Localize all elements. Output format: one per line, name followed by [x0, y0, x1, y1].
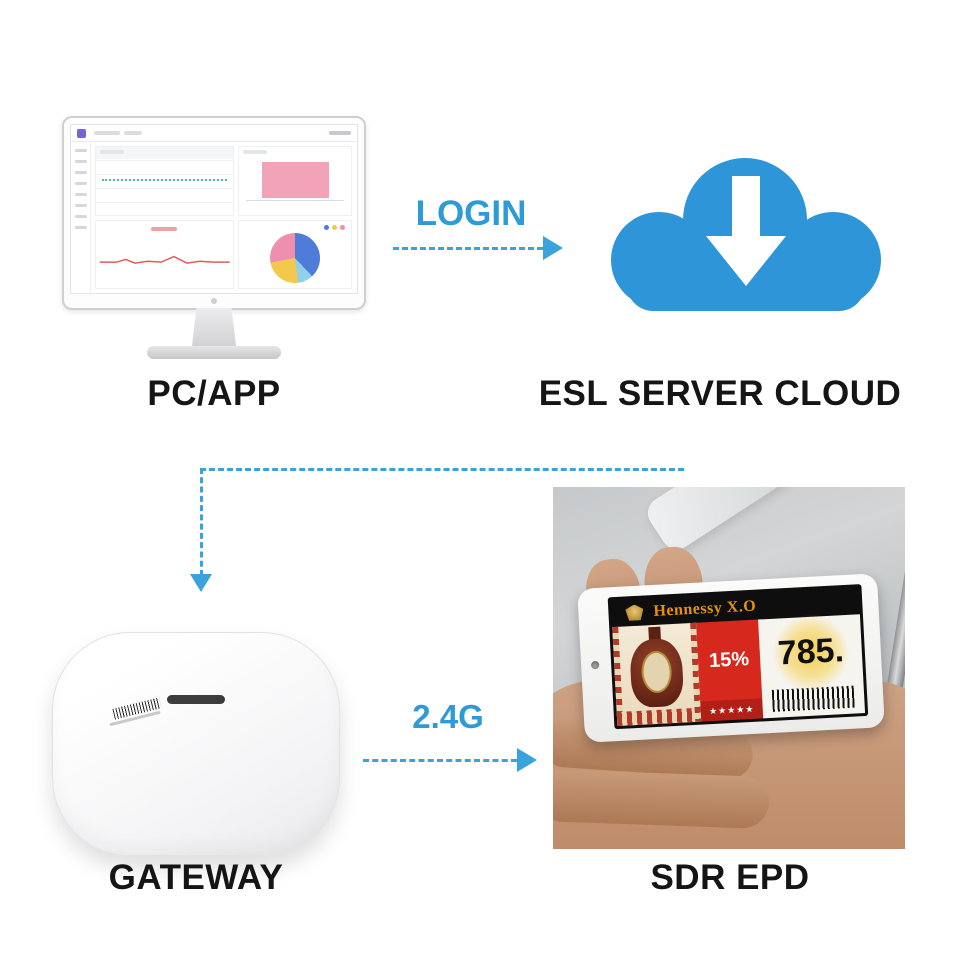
- gateway-device: [52, 632, 340, 856]
- dashboard-user-bar: [329, 131, 351, 135]
- monitor-stand: [192, 308, 236, 346]
- cloud-icon: [611, 158, 881, 311]
- cloud-to-gateway-connector-horizontal: [200, 468, 684, 471]
- cloud-to-gateway-connector-vertical: [200, 468, 203, 576]
- down-arrowhead-icon: [190, 574, 212, 592]
- esl-tag: Hennessy X.O 15% ★★★★★: [577, 573, 885, 743]
- pink-bar: [261, 161, 329, 199]
- pc-label: PC/APP: [147, 374, 281, 413]
- rf-arrowhead-icon: [517, 748, 537, 772]
- dashboard-line-chart: [95, 219, 235, 289]
- dashboard-panels: [91, 142, 357, 293]
- dashboard-sidebar: [71, 142, 91, 293]
- epd-label: SDR EPD: [650, 858, 810, 897]
- monitor-power-led: [211, 298, 217, 304]
- pie-chart-icon: [270, 232, 321, 283]
- login-arrowhead-icon: [543, 236, 563, 260]
- rf-arrow-line: [363, 759, 517, 762]
- star-rating: ★★★★★: [700, 698, 764, 722]
- metal-rod: [884, 487, 905, 702]
- dashboard-header: [71, 125, 357, 142]
- cloud-label: ESL SERVER CLOUD: [538, 374, 902, 413]
- dashboard-menu-bar: [124, 131, 142, 135]
- pc-monitor: [62, 116, 366, 359]
- tag-pinhole: [590, 660, 600, 670]
- dashboard-pie-chart: [238, 219, 352, 289]
- price-value: 785.: [776, 631, 845, 673]
- dashboard-table-panel: [95, 146, 235, 216]
- dashboard-menu-bar: [94, 131, 120, 135]
- login-label: LOGIN: [415, 194, 527, 233]
- curled-finger: [553, 768, 770, 830]
- monitor-screen: [70, 124, 358, 294]
- epd-photo: Hennessy X.O 15% ★★★★★: [553, 487, 905, 849]
- brand-crest-icon: [625, 604, 644, 621]
- line-chart-icon: [99, 255, 230, 264]
- gateway-slot: [167, 695, 225, 704]
- epd-display: Hennessy X.O 15% ★★★★★: [607, 584, 869, 730]
- usb-dongle: [641, 487, 799, 556]
- download-arrow-icon: [706, 176, 786, 286]
- dashboard-logo: [77, 128, 86, 138]
- bottle-image: [612, 622, 702, 727]
- epd-body: 15% ★★★★★ 785.: [612, 612, 866, 727]
- dashboard-bar-chart: [238, 146, 352, 216]
- brand-name: Hennessy X.O: [652, 597, 757, 620]
- price-block: 785.: [758, 612, 866, 719]
- discount-value: 15%: [708, 648, 750, 673]
- gateway-label: GATEWAY: [108, 858, 284, 897]
- rf-label: 2.4G: [412, 698, 484, 735]
- monitor-stand-base: [147, 346, 281, 359]
- dashboard-body: [71, 142, 357, 293]
- login-arrow-line: [393, 247, 543, 250]
- pie-legend: [323, 224, 345, 230]
- monitor-frame: [62, 116, 366, 310]
- discount-block: 15% ★★★★★: [696, 619, 764, 722]
